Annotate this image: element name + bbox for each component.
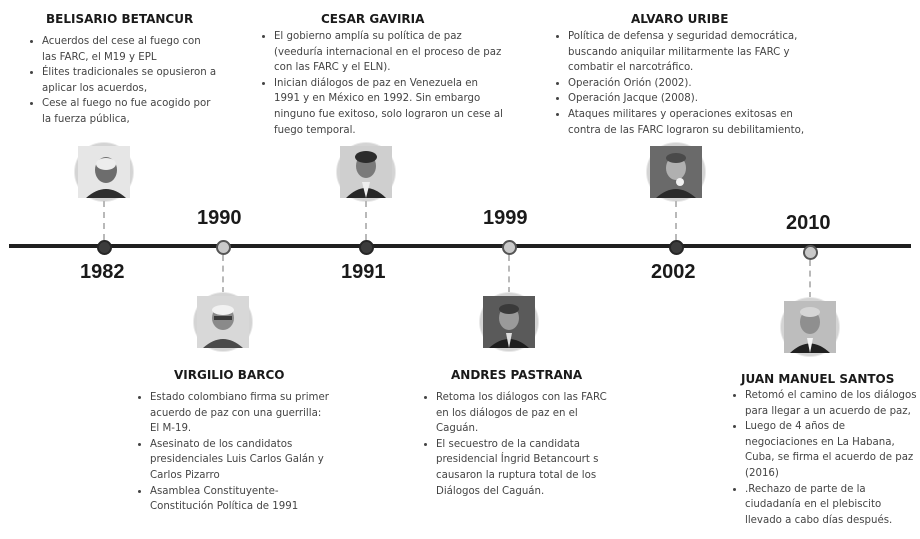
portrait-uribe [647, 143, 705, 201]
event-notes-gaviria: El gobierno amplía su política de paz (v… [262, 29, 506, 138]
connector-uribe [675, 201, 677, 240]
note-item: El gobierno amplía su política de paz (v… [274, 29, 506, 76]
note-item: Inician diálogos de paz en Venezuela en … [274, 76, 506, 138]
note-item: El secuestro de la candidata presidencia… [436, 437, 618, 499]
portrait-pastrana [480, 293, 538, 351]
year-label-2010: 2010 [786, 212, 831, 234]
year-label-1982: 1982 [80, 261, 125, 283]
event-notes-barco: Estado colombiano firma su primer acuerd… [138, 390, 330, 515]
portrait-santos [781, 298, 839, 356]
note-item: Operación Orión (2002). [568, 76, 818, 92]
timeline-dot-1982 [97, 240, 112, 255]
note-item: Retomó el camino de los diálogos para ll… [745, 388, 920, 419]
event-title-uribe: ALVARO URIBE [631, 12, 729, 26]
connector-barco [222, 255, 224, 293]
note-item: Asesinato de los candidatos presidencial… [150, 437, 330, 484]
note-item: Acuerdos del cese al fuego con las FARC,… [42, 34, 217, 65]
timeline-dot-2010 [803, 245, 818, 260]
note-item: Cese al fuego no fue acogido por la fuer… [42, 96, 217, 127]
note-item: .Rechazo de parte de la ciudadanía en el… [745, 482, 920, 529]
note-item: Política de defensa y seguridad democrát… [568, 29, 818, 76]
timeline-dot-2002 [669, 240, 684, 255]
timeline-dot-1999 [502, 240, 517, 255]
event-notes-santos: Retomó el camino de los diálogos para ll… [733, 388, 920, 528]
timeline-dot-1991 [359, 240, 374, 255]
portrait-betancur [75, 143, 133, 201]
event-title-pastrana: ANDRES PASTRANA [451, 368, 583, 382]
portrait-gaviria [337, 143, 395, 201]
note-item: Ataques militares y operaciones exitosas… [568, 107, 818, 138]
note-item: Asamblea Constituyente-Constitución Polí… [150, 484, 330, 515]
event-notes-uribe: Política de defensa y seguridad democrát… [556, 29, 818, 138]
note-item: Retoma los diálogos con las FARC en los … [436, 390, 618, 437]
note-item: Estado colombiano firma su primer acuerd… [150, 390, 330, 437]
connector-santos [809, 260, 811, 298]
note-item: Operación Jacque (2008). [568, 91, 818, 107]
note-item: Luego de 4 años de negociaciones en La H… [745, 419, 920, 481]
event-title-santos: JUAN MANUEL SANTOS [741, 372, 895, 386]
portrait-barco [194, 293, 252, 351]
note-item: Élites tradicionales se opusieron a apli… [42, 65, 217, 96]
event-title-betancur: BELISARIO BETANCUR [46, 12, 194, 26]
event-title-gaviria: CESAR GAVIRIA [321, 12, 425, 26]
year-label-2002: 2002 [651, 261, 696, 283]
year-label-1999: 1999 [483, 207, 528, 229]
event-notes-pastrana: Retoma los diálogos con las FARC en los … [424, 390, 618, 499]
timeline-axis [9, 244, 911, 248]
year-label-1991: 1991 [341, 261, 386, 283]
year-label-1990: 1990 [197, 207, 242, 229]
event-title-barco: VIRGILIO BARCO [174, 368, 285, 382]
event-notes-betancur: Acuerdos del cese al fuego con las FARC,… [30, 34, 217, 128]
connector-pastrana [508, 255, 510, 293]
connector-gaviria [365, 201, 367, 240]
timeline-dot-1990 [216, 240, 231, 255]
connector-betancur [103, 201, 105, 240]
